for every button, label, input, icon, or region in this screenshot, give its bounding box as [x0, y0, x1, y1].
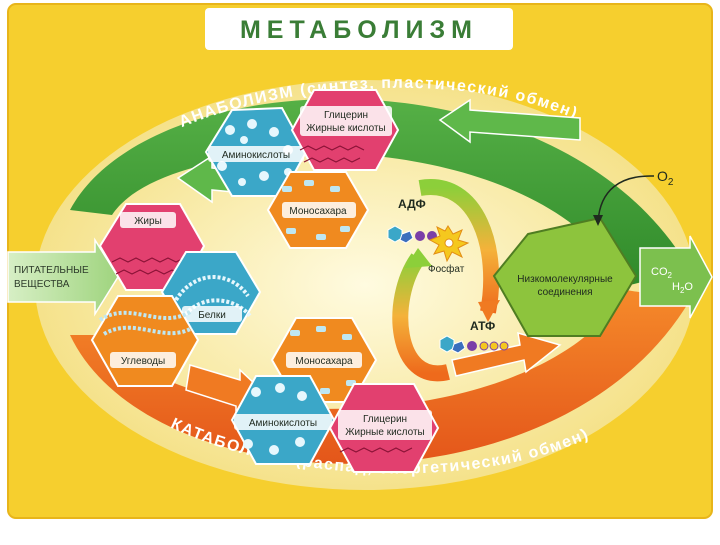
- oxygen-arrow: [597, 175, 655, 223]
- nutrients-arrow: [7, 237, 119, 317]
- co2-label: CO2: [651, 266, 673, 280]
- catabolism-band: [70, 290, 690, 464]
- oxygen-label: O2: [657, 168, 674, 188]
- anabolism-amino-label: Аминокислоты: [222, 150, 290, 161]
- monosaccharide-dots: [282, 180, 350, 240]
- phosphate-label: Фосфат: [428, 263, 465, 275]
- catabolism-mono-label: Моносахара: [295, 356, 353, 367]
- atp-molecule-icon: [439, 335, 509, 354]
- carbs-label: Углеводы: [121, 356, 165, 367]
- energy-cycle-arrowhead-up: [405, 248, 432, 268]
- adp-molecule-icon: [387, 225, 437, 244]
- h2o-label: H2O: [672, 281, 693, 295]
- anabolism-mono-label: Моносахара: [289, 206, 347, 217]
- nutrients-label-line2: ВЕЩЕСТВА: [14, 279, 70, 290]
- anabolism-arrow-top: [438, 98, 581, 144]
- catabolism-arrow-right: [451, 331, 562, 377]
- energy-cycle-right: [418, 179, 500, 314]
- title-banner: [205, 8, 513, 50]
- catabolism-amino-acid-dots: [243, 383, 307, 455]
- anabolism-glycerol-label-line1: Глицерин: [324, 110, 368, 121]
- page-title: МЕТАБОЛИЗМ: [240, 16, 478, 44]
- low-molecular-label-line1: Низкомолекулярные: [517, 274, 613, 285]
- energy-cycle-left: [392, 253, 450, 382]
- low-molecular-label-line2: соединения: [537, 287, 592, 298]
- anabolism-glycerol-label-line2: Жирные кислоты: [306, 123, 385, 134]
- catabolism-glycerol-label-line2: Жирные кислоты: [345, 427, 424, 438]
- energy-cycle-arrowhead-down: [478, 300, 500, 322]
- nutrients-label-line1: ПИТАТЕЛЬНЫЕ: [14, 265, 89, 276]
- catabolism-glycerol-label-line1: Глицерин: [363, 414, 407, 425]
- adp-label: АДФ: [398, 197, 426, 211]
- products-arrow: [639, 235, 713, 319]
- fats-label: Жиры: [134, 216, 162, 227]
- catabolism-amino-label: Аминокислоты: [249, 418, 317, 429]
- atp-label: АТФ: [470, 319, 495, 333]
- proteins-label: Белки: [198, 310, 226, 321]
